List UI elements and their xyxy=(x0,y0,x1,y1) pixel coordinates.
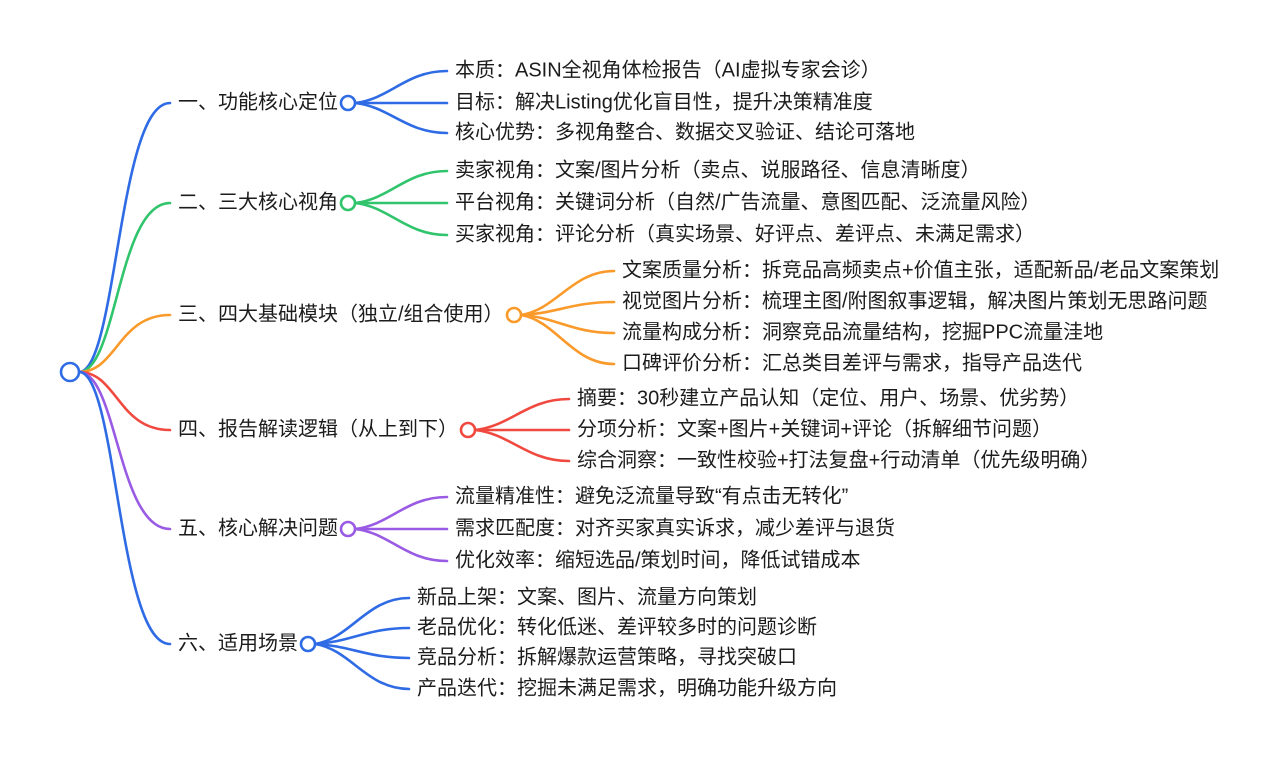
child-topic[interactable]: 本质：ASIN全视角体检报告（AI虚拟专家会诊） xyxy=(455,59,881,82)
edge-branch-to-child xyxy=(353,495,449,531)
branch-node-circle[interactable] xyxy=(339,520,357,538)
edge-branch-to-child xyxy=(353,201,449,237)
child-topic[interactable]: 口碑评价分析：汇总类目差评与需求，指导产品迭代 xyxy=(622,352,1082,375)
child-topic[interactable]: 平台视角：关键词分析（自然/广告流量、意图匹配、泛流量风险） xyxy=(455,191,1041,214)
branch-label[interactable]: 一、功能核心定位 xyxy=(178,91,338,114)
edge-branch-to-child xyxy=(313,642,411,660)
branch-label[interactable]: 四、报告解读逻辑（从上到下） xyxy=(178,418,458,441)
edge-branch-to-child xyxy=(473,428,571,463)
branch-label[interactable]: 三、四大基础模块（独立/组合使用） xyxy=(178,303,504,326)
child-topic[interactable]: 卖家视角：文案/图片分析（卖点、说服路径、信息清晰度） xyxy=(455,159,981,182)
edge-branch-to-child xyxy=(353,169,449,205)
child-topic[interactable]: 流量精准性：避免泛流量导致“有点击无转化” xyxy=(455,485,849,508)
child-topic[interactable]: 买家视角：评论分析（真实场景、好评点、差评点、未满足需求） xyxy=(455,223,1035,246)
root-node-circle[interactable] xyxy=(59,361,81,383)
edge-branch-to-child xyxy=(519,300,616,317)
child-topic[interactable]: 优化效率：缩短选品/策划时间，降低试错成本 xyxy=(455,549,861,572)
branch-node-circle[interactable] xyxy=(339,194,357,212)
child-topic[interactable]: 摘要：30秒建立产品认知（定位、用户、场景、优劣势） xyxy=(577,387,1080,410)
child-topic[interactable]: 文案质量分析：拆竞品高频卖点+价值主张，适配新品/老品文案策划 xyxy=(622,259,1220,282)
child-topic[interactable]: 综合洞察：一致性校验+打法复盘+行动清单（优先级明确） xyxy=(577,449,1101,472)
branch-label[interactable]: 五、核心解决问题 xyxy=(178,517,338,540)
child-topic[interactable]: 新品上架：文案、图片、流量方向策划 xyxy=(417,586,757,609)
child-topic[interactable]: 老品优化：转化低迷、差评较多时的问题诊断 xyxy=(417,616,817,639)
edge-branch-to-child xyxy=(519,269,616,317)
edge-root-to-branch xyxy=(77,370,172,646)
edge-root-to-branch xyxy=(77,101,172,374)
edge-branch-to-child xyxy=(519,313,616,366)
child-topic[interactable]: 需求匹配度：对齐买家真实诉求，减少差评与退货 xyxy=(455,517,895,540)
edge-branch-to-child xyxy=(313,626,411,646)
edge-branch-to-child xyxy=(313,642,411,691)
edge-branch-to-child xyxy=(519,313,616,335)
child-topic[interactable]: 目标：解决Listing优化盲目性，提升决策精准度 xyxy=(455,91,873,114)
child-topic[interactable]: 竞品分析：拆解爆款运营策略，寻找突破口 xyxy=(417,646,797,669)
child-topic[interactable]: 分项分析：文案+图片+关键词+评论（拆解细节问题） xyxy=(577,418,1053,441)
edge-branch-to-child xyxy=(353,527,449,563)
branch-node-circle[interactable] xyxy=(299,635,317,653)
edge-root-to-branch xyxy=(77,370,172,531)
child-topic[interactable]: 视觉图片分析：梳理主图/附图叙事逻辑，解决图片策划无思路问题 xyxy=(622,290,1208,313)
branch-node-circle[interactable] xyxy=(459,421,477,439)
edge-root-to-branch xyxy=(77,313,172,374)
child-topic[interactable]: 核心优势：多视角整合、数据交叉验证、结论可落地 xyxy=(455,121,915,144)
branch-node-circle[interactable] xyxy=(505,306,523,324)
branch-label[interactable]: 六、适用场景 xyxy=(178,632,298,655)
child-topic[interactable]: 流量构成分析：洞察竞品流量结构，挖掘PPC流量洼地 xyxy=(622,321,1104,344)
edge-root-to-branch xyxy=(77,370,172,432)
edge-branch-to-child xyxy=(353,101,449,135)
edge-root-to-branch xyxy=(77,201,172,374)
branch-label[interactable]: 二、三大核心视角 xyxy=(178,191,338,214)
branch-node-circle[interactable] xyxy=(339,94,357,112)
edge-branch-to-child xyxy=(313,596,411,646)
edge-branch-to-child xyxy=(353,69,449,105)
child-topic[interactable]: 产品迭代：挖掘未满足需求，明确功能升级方向 xyxy=(417,677,837,700)
edge-branch-to-child xyxy=(473,397,571,432)
